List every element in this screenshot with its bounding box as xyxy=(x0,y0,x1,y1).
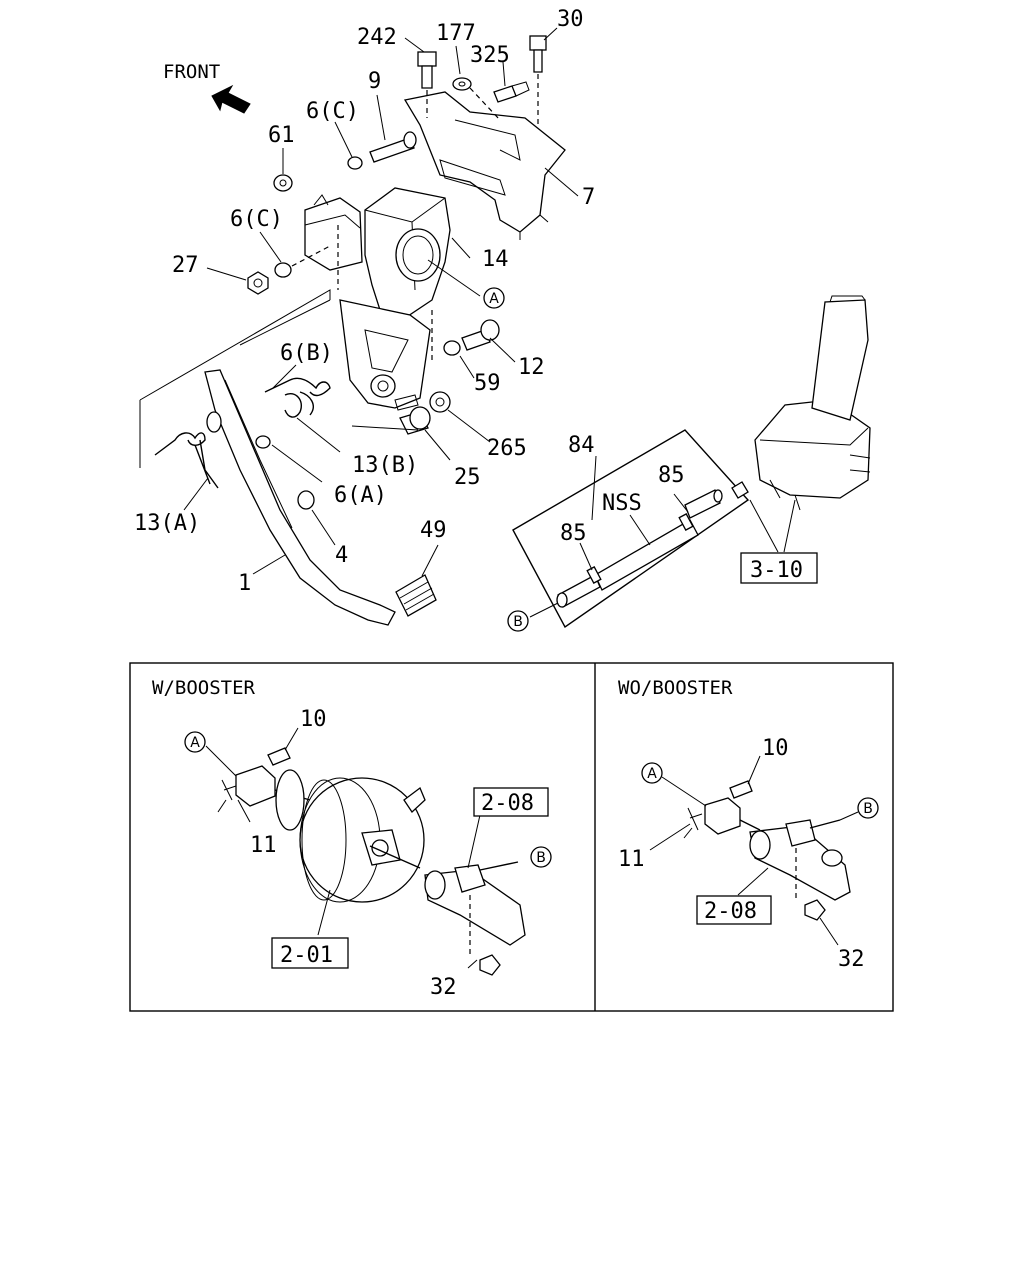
stopper-25 xyxy=(394,394,431,435)
w-booster-title: W/BOOSTER xyxy=(152,677,256,699)
ref-b-label: B xyxy=(513,614,523,630)
wo-callout-2-08: 2-08 xyxy=(704,899,757,924)
leader-lines xyxy=(183,27,796,618)
callout-325: 325 xyxy=(470,43,510,68)
wo-booster-title: WO/BOOSTER xyxy=(618,677,733,699)
ref-circle-b xyxy=(507,610,529,632)
callout-27: 27 xyxy=(172,253,199,278)
washer-61 xyxy=(273,174,293,192)
reservoir-tank xyxy=(754,295,871,511)
bracket-7 xyxy=(403,91,566,240)
wo-ref-b: B xyxy=(863,801,873,817)
callout-nss: NSS xyxy=(602,491,642,516)
wo-callout-10: 10 xyxy=(762,736,789,761)
w-callout-2-08-box xyxy=(473,787,549,817)
w-callout-11: 11 xyxy=(250,833,277,858)
callout-14: 14 xyxy=(482,247,509,272)
callout-242: 242 xyxy=(357,25,397,50)
callout-6a: 6(A) xyxy=(334,483,387,508)
callout-85-left: 85 xyxy=(560,521,587,546)
callout-6c-top: 6(C) xyxy=(306,99,359,124)
callout-3-10: 3-10 xyxy=(750,558,803,583)
callout-12: 12 xyxy=(518,355,545,380)
w-bolt-10 xyxy=(267,747,291,766)
wo-switch-body xyxy=(704,797,741,835)
w-callout-2-01: 2-01 xyxy=(280,943,333,968)
bolt-30 xyxy=(529,35,547,128)
callout-13b: 13(B) xyxy=(352,453,418,478)
w-callout-10: 10 xyxy=(300,707,327,732)
wo-callout-11: 11 xyxy=(618,847,645,872)
w-callout-32: 32 xyxy=(430,975,457,1000)
callout-85-right: 85 xyxy=(658,463,685,488)
callout-13a: 13(A) xyxy=(134,511,200,536)
clip-3-10 xyxy=(731,481,749,499)
spring-13b xyxy=(264,377,331,418)
callout-25: 25 xyxy=(454,465,481,490)
callout-61: 61 xyxy=(268,123,295,148)
wo-bolt-10 xyxy=(729,780,753,799)
ref-a-label: A xyxy=(489,291,499,307)
wo-master-cylinder xyxy=(749,819,851,921)
bushing-6c-mid xyxy=(274,245,331,278)
callout-6c-mid: 6(C) xyxy=(230,207,283,232)
panel-w-booster: W/BOOSTER A B 1 xyxy=(152,677,552,1000)
w-ref-a: A xyxy=(190,735,200,751)
pin-9 xyxy=(369,131,417,163)
front-label: FRONT xyxy=(163,61,220,83)
nut-27 xyxy=(247,271,269,295)
assembly-outline xyxy=(139,289,331,468)
wo-callout-32: 32 xyxy=(838,947,865,972)
w-ref-b: B xyxy=(536,850,546,866)
washer-59 xyxy=(443,340,461,356)
wo-ref-a: A xyxy=(647,766,657,782)
callout-49: 49 xyxy=(420,518,447,543)
w-master-cylinder xyxy=(424,861,526,976)
callout-7: 7 xyxy=(582,185,595,210)
front-arrow-icon xyxy=(211,84,251,114)
wo-callout-2-08-box xyxy=(696,895,772,925)
pedal-bracket-14 xyxy=(304,187,451,409)
pedal-arm-1 xyxy=(204,369,396,626)
pedal-pad-49 xyxy=(395,574,437,617)
bolt-242 xyxy=(417,51,437,118)
callout-177: 177 xyxy=(436,21,476,46)
washer-177 xyxy=(452,77,501,121)
w-switch-body xyxy=(235,765,276,807)
callout-59: 59 xyxy=(474,371,501,396)
callout-3-10-box xyxy=(740,552,818,584)
bushing-6a xyxy=(255,435,271,449)
hose-group-84 xyxy=(512,429,750,629)
w-nut-32 xyxy=(479,954,501,976)
callout-265: 265 xyxy=(487,436,527,461)
stopper-265 xyxy=(429,391,451,413)
return-spring-13a xyxy=(154,432,219,489)
w-callout-2-01-box xyxy=(271,937,349,969)
bolt-325 xyxy=(493,81,530,103)
wo-nut-32 xyxy=(804,899,826,921)
bushing-6c-top xyxy=(347,156,363,170)
callout-4: 4 xyxy=(335,543,348,568)
callout-6b: 6(B) xyxy=(280,341,333,366)
ref-circle-a xyxy=(483,287,505,309)
callout-9: 9 xyxy=(368,69,381,94)
callout-30: 30 xyxy=(557,7,584,32)
variants-frame xyxy=(129,662,894,1012)
bolt-12 xyxy=(461,319,500,351)
callout-1: 1 xyxy=(238,571,251,596)
booster-2-01 xyxy=(275,769,426,903)
callout-84: 84 xyxy=(568,433,595,458)
panel-wo-booster: WO/BOOSTER A B 10 11 2-08 32 xyxy=(618,677,879,972)
w-callout-2-08: 2-08 xyxy=(481,791,534,816)
